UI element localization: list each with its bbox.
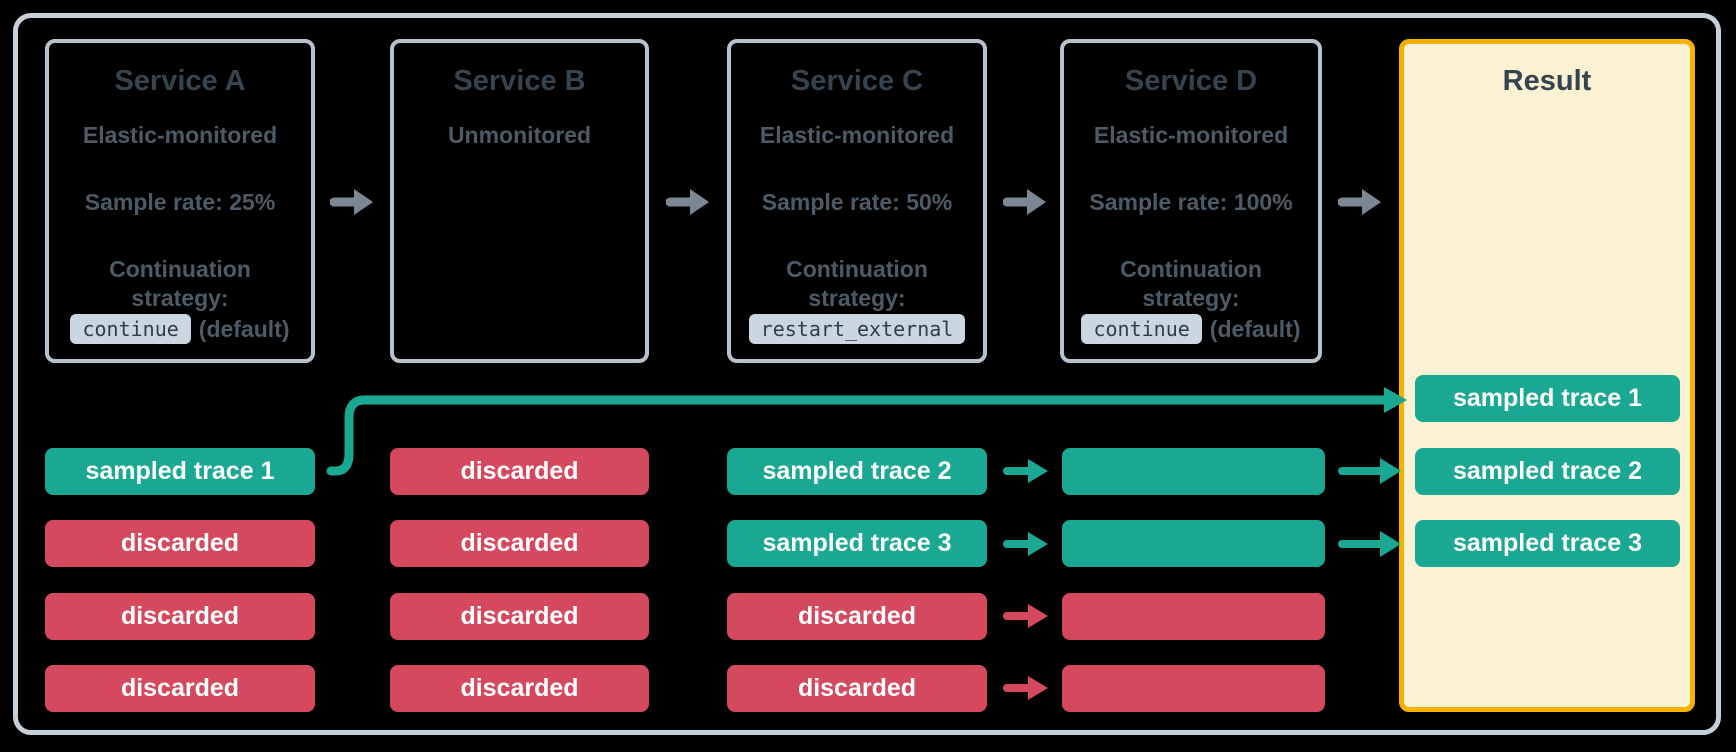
service-c-strategy-row: restart_external — [727, 313, 987, 345]
service-d-strategy-row: continue (default) — [1060, 313, 1322, 345]
service-b-trace-1-pill: discarded — [390, 448, 649, 495]
service-b-trace-3-pill: discarded — [390, 593, 649, 640]
service-d-trace-2-pill — [1062, 520, 1325, 567]
service-d-strategy-badge: continue — [1081, 314, 1202, 344]
service-a-box — [45, 39, 315, 363]
service-c-trace-1-pill: sampled trace 2 — [727, 448, 987, 495]
service-d-monitoring: Elastic-monitored — [1093, 122, 1289, 148]
result-trace-1-pill: sampled trace 1 — [1415, 375, 1680, 422]
flow-arrow-d-to-result-icon — [1338, 189, 1381, 215]
service-a-continuation-line2: strategy: — [131, 285, 229, 311]
service-d-title: Service D — [1124, 65, 1258, 97]
trace-arrow-c-to-d-row3-icon — [1003, 604, 1048, 628]
service-a-strategy-badge: continue — [70, 314, 191, 344]
service-a-trace-1-pill: sampled trace 1 — [45, 448, 315, 495]
service-a-continuation-line1: Continuation — [109, 256, 251, 282]
flow-arrow-b-to-c-icon — [666, 189, 709, 215]
service-c-trace-3-pill: discarded — [727, 593, 987, 640]
service-c-continuation-line2: strategy: — [808, 285, 906, 311]
service-c-strategy-badge: restart_external — [748, 314, 966, 344]
service-b-title: Service B — [453, 65, 586, 97]
trace-arrow-c-to-d-row4-icon — [1003, 676, 1048, 700]
diagram-frame — [13, 13, 1721, 735]
service-a-trace-2-pill: discarded — [45, 520, 315, 567]
service-d-trace-3-pill — [1062, 593, 1325, 640]
service-a-title: Service A — [114, 65, 246, 97]
trace-arrow-c-to-d-row1-icon — [1003, 459, 1048, 483]
service-d-continuation-line2: strategy: — [1142, 285, 1240, 311]
service-d-trace-4-pill — [1062, 665, 1325, 712]
service-c-continuation-line1: Continuation — [786, 256, 928, 282]
result-title: Result — [1502, 65, 1592, 97]
service-c-trace-2-pill: sampled trace 3 — [727, 520, 987, 567]
service-a-trace-3-pill: discarded — [45, 593, 315, 640]
flow-arrow-a-to-b-icon — [330, 189, 373, 215]
service-b-box — [390, 39, 649, 363]
flow-arrow-c-to-d-icon — [1003, 189, 1046, 215]
service-d-box — [1060, 39, 1322, 363]
service-a-trace-4-pill: discarded — [45, 665, 315, 712]
service-d-continuation-line1: Continuation — [1120, 256, 1262, 282]
service-a-badge-suffix: (default) — [198, 315, 290, 342]
trace-arrow-d-to-result-row3-icon — [1338, 531, 1401, 557]
service-a-monitoring: Elastic-monitored — [82, 122, 278, 148]
service-c-title: Service C — [790, 65, 924, 97]
result-trace-3-pill: sampled trace 3 — [1415, 520, 1680, 567]
service-c-trace-4-pill: discarded — [727, 665, 987, 712]
service-c-box — [727, 39, 987, 363]
service-d-trace-1-pill — [1062, 448, 1325, 495]
trace-arrow-c-to-d-row2-icon — [1003, 532, 1048, 556]
service-d-badge-suffix: (default) — [1209, 315, 1301, 342]
service-b-trace-2-pill: discarded — [390, 520, 649, 567]
service-b-trace-4-pill: discarded — [390, 665, 649, 712]
service-d-sample-rate: Sample rate: 100% — [1089, 189, 1293, 215]
service-a-sample-rate: Sample rate: 25% — [84, 189, 276, 215]
service-c-monitoring: Elastic-monitored — [759, 122, 955, 148]
result-trace-2-pill: sampled trace 2 — [1415, 448, 1680, 495]
trace-arrow-d-to-result-row2-icon — [1338, 458, 1401, 484]
service-c-sample-rate: Sample rate: 50% — [761, 189, 953, 215]
service-b-monitoring: Unmonitored — [447, 122, 592, 148]
service-a-strategy-row: continue (default) — [45, 313, 315, 345]
